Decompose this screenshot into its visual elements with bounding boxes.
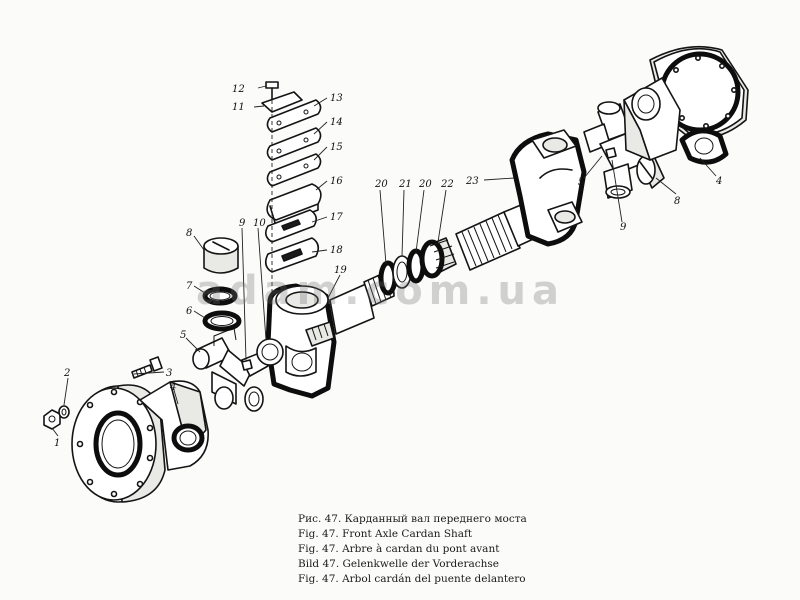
caption-spanish: Fig. 47. Arbol cardán del puente delante… (298, 573, 526, 585)
callout-23: 23 (465, 176, 479, 187)
seal-ring-part-7 (202, 286, 238, 306)
slip-yoke-part-19 (265, 283, 337, 399)
washer-part-2 (58, 405, 70, 419)
callout-20-left: 20 (374, 179, 388, 190)
left-flange-yoke (71, 380, 209, 503)
plate-part-15 (266, 153, 322, 187)
plate-part-18 (264, 237, 320, 273)
caption-french: Fig. 47. Arbre à cardan du pont avant (298, 543, 500, 555)
caption-english: Fig. 47. Front Axle Cardan Shaft (298, 528, 473, 540)
callout-20-right: 20 (418, 179, 432, 190)
callout-10: 10 (253, 218, 266, 229)
bolt-part-3 (131, 356, 163, 379)
callout-leaders (51, 85, 717, 437)
bearing-cup-part-8-left (203, 237, 239, 274)
callout-21: 21 (398, 179, 412, 190)
callout-3: 3 (166, 368, 172, 379)
grease-fitting-part-9-right (605, 147, 617, 159)
callout-1: 1 (54, 438, 60, 449)
left-spider-cross (192, 327, 269, 412)
caption-german: Bild 47. Gelenkwelle der Vorderachse (298, 558, 500, 570)
callout-4-left: 4 (169, 382, 176, 393)
shaft-tube (329, 271, 395, 335)
callout-9-left: 9 (239, 218, 246, 229)
callout-12: 12 (232, 84, 245, 95)
callout-14: 14 (330, 117, 343, 128)
grease-fitting-part-9-left (241, 359, 253, 371)
callout-18: 18 (330, 245, 343, 256)
nut-part-1 (43, 409, 61, 430)
gasket-part-14 (266, 127, 322, 161)
callout-2: 2 (63, 368, 70, 379)
callout-8-right: 8 (674, 196, 680, 207)
callout-9-right: 9 (620, 222, 627, 233)
callout-15: 15 (330, 142, 343, 153)
nut-part-22 (419, 237, 457, 279)
callout-16: 16 (330, 176, 343, 187)
callout-numbers: 12 11 13 14 15 16 17 18 19 20 21 20 22 2… (54, 84, 722, 449)
callout-5-right: 5 (578, 177, 584, 188)
callout-5-left: 5 (180, 330, 186, 341)
figure-caption: Рис. 47. Карданный вал переднего моста F… (298, 512, 527, 587)
callout-22: 22 (440, 179, 454, 190)
right-flange-yoke (623, 45, 749, 165)
callout-7: 7 (186, 281, 193, 292)
shaft-yoke-part-23 (509, 129, 587, 247)
bearing-cap-part-10 (256, 338, 284, 366)
callout-11: 11 (232, 102, 245, 113)
seal-ring-part-6 (202, 310, 242, 332)
callout-6: 6 (186, 306, 193, 317)
callout-13: 13 (330, 93, 343, 104)
callout-4-right: 4 (715, 176, 722, 187)
callout-8-left: 8 (186, 228, 192, 239)
callout-19: 19 (334, 265, 347, 276)
callout-17: 17 (330, 212, 343, 223)
plate-part-17 (264, 209, 318, 243)
caption-russian: Рис. 47. Карданный вал переднего моста (298, 513, 527, 525)
